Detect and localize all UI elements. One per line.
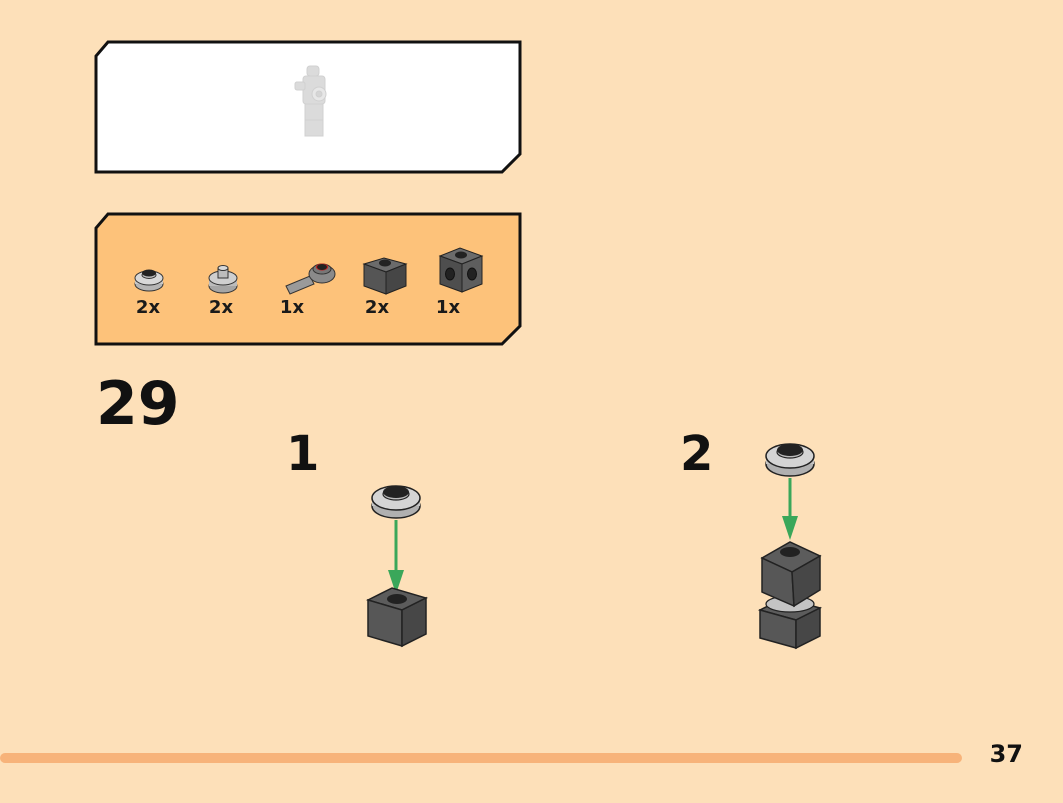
submodel-preview-panel <box>94 40 522 174</box>
substep-1-label: 1 <box>286 426 320 482</box>
substep-2-label: 2 <box>680 426 714 482</box>
part-count-2: 2x <box>208 297 234 318</box>
substep-1-illustration <box>365 485 429 648</box>
upper-brick-part <box>760 541 822 608</box>
substep-2-illustration <box>757 443 823 650</box>
round-plate-with-stud-icon <box>208 265 238 294</box>
step-number: 29 <box>96 369 180 439</box>
clip-plate-with-bar-icon <box>285 263 336 295</box>
progress-bar <box>0 753 962 763</box>
arrow-head <box>782 516 798 540</box>
page-number: 37 <box>989 740 1023 768</box>
brick-1x1-part <box>365 587 429 648</box>
submodel-figure-icon <box>294 65 327 137</box>
arrow-head <box>388 570 404 594</box>
part-count-5: 1x <box>435 297 461 318</box>
round-plate-part <box>371 485 421 519</box>
brick-1x1-icon <box>362 257 408 295</box>
part-count-4: 2x <box>364 297 390 318</box>
round-plate-part <box>765 443 815 477</box>
part-count-1: 2x <box>135 297 161 318</box>
round-plate-icon <box>134 269 164 292</box>
part-count-3: 1x <box>279 297 305 318</box>
brick-with-side-studs-icon <box>438 247 484 293</box>
